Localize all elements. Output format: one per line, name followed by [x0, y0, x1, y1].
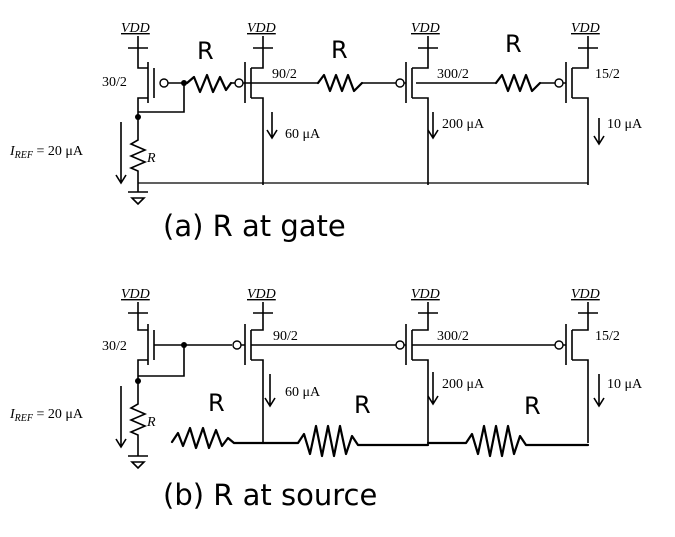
transistor-size: 30/2 [102, 75, 127, 90]
source-resistor [261, 424, 430, 458]
transistor-size: 300/2 [437, 67, 469, 82]
current-arrow [427, 372, 439, 406]
current-label: 200 μA [442, 377, 485, 392]
resistor-label: R [354, 391, 371, 419]
ref-resistor-label: R [146, 415, 156, 430]
vdd-label: VDD [411, 287, 440, 302]
circuit-a: VDD VDD VDD VDD 30/2 R IREF = 20 μA R [9, 21, 643, 243]
vdd-label: VDD [121, 21, 150, 36]
resistor-label: R [197, 37, 214, 65]
current-label: 60 μA [285, 385, 321, 400]
iref-label: IREF = 20 μA [9, 407, 84, 424]
pmos-transistor [554, 36, 598, 185]
pmos-transistor [128, 36, 187, 120]
vdd-label: VDD [571, 21, 600, 36]
current-arrow [115, 386, 127, 449]
current-label: 200 μA [442, 117, 485, 132]
gate-resistor [185, 73, 233, 94]
gate-resistor [316, 73, 364, 93]
current-label: 10 μA [607, 117, 643, 132]
current-arrow [266, 112, 278, 140]
ref-resistor [128, 117, 148, 192]
current-label: 10 μA [607, 377, 643, 392]
current-label: 60 μA [285, 127, 321, 142]
resistor-label: R [208, 389, 225, 417]
vdd-label: VDD [247, 21, 276, 36]
transistor-size: 90/2 [273, 329, 298, 344]
transistor-size: 15/2 [595, 329, 620, 344]
gate-resistor [494, 73, 542, 93]
transistor-size: 15/2 [595, 67, 620, 82]
ground-icon [128, 455, 148, 470]
source-resistor [426, 424, 590, 458]
vdd-label: VDD [121, 287, 150, 302]
ground-icon [128, 191, 148, 206]
vdd-label: VDD [571, 287, 600, 302]
resistor-label: R [505, 30, 522, 58]
current-arrow [427, 112, 439, 140]
pmos-transistor [231, 36, 273, 185]
current-arrow [264, 374, 276, 408]
ref-resistor-label: R [146, 151, 156, 166]
vdd-label: VDD [411, 21, 440, 36]
transistor-size: 90/2 [272, 67, 297, 82]
ref-resistor [128, 381, 148, 456]
vdd-label: VDD [247, 287, 276, 302]
current-arrow [593, 374, 605, 408]
iref-label: IREF = 20 μA [9, 144, 84, 161]
transistor-size: 300/2 [437, 329, 469, 344]
pmos-transistor [128, 302, 232, 384]
transistor-size: 30/2 [102, 339, 127, 354]
caption: (a) R at gate [163, 209, 346, 243]
resistor-label: R [524, 392, 541, 420]
pmos-transistor [232, 302, 273, 443]
caption: (b) R at source [163, 478, 377, 512]
source-resistor [170, 426, 265, 450]
circuit-b: VDD VDD VDD VDD 30/2 R IREF = 20 μA 90/2… [9, 287, 643, 512]
pmos-transistor [395, 36, 438, 185]
current-arrow [593, 118, 605, 146]
pmos-transistor [395, 302, 438, 443]
pmos-transistor [554, 302, 598, 443]
resistor-label: R [331, 36, 348, 64]
current-arrow [115, 122, 127, 185]
